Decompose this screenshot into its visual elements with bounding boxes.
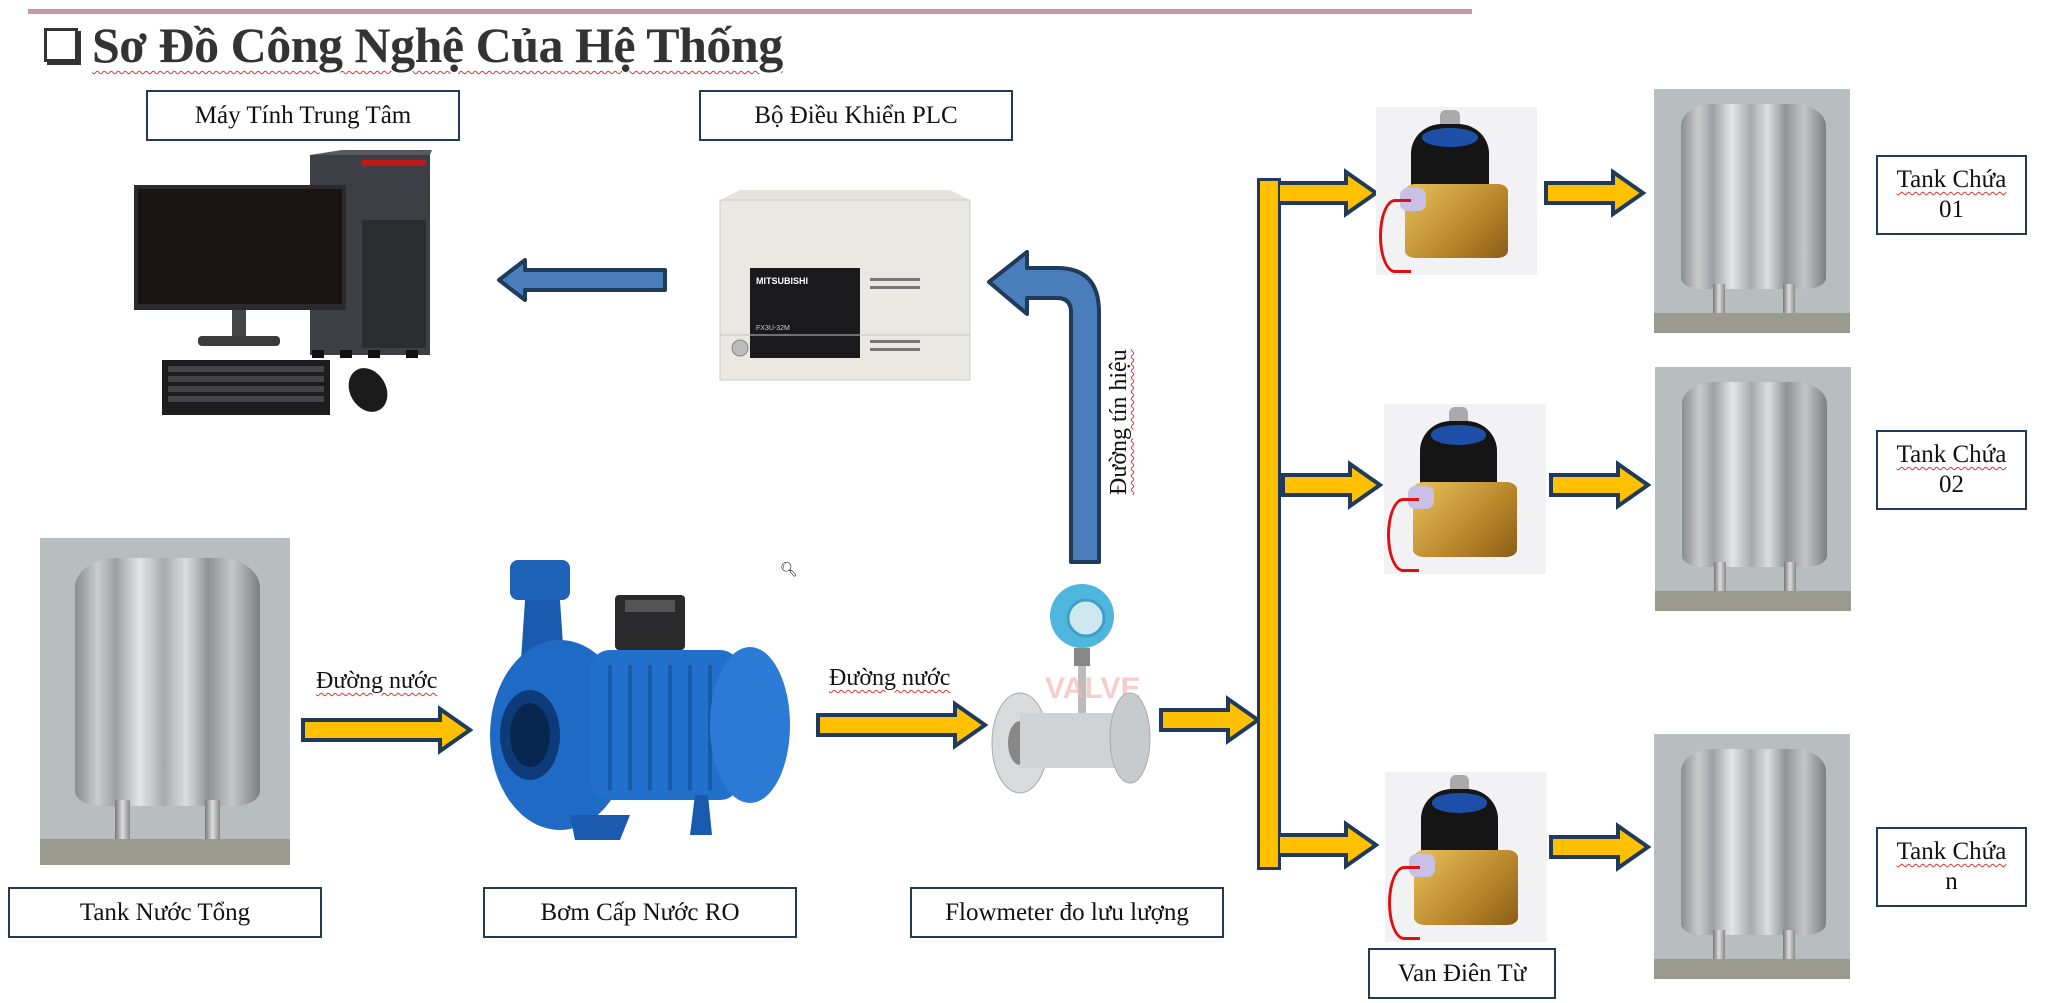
solenoid-valve-label: Van Điên Từ bbox=[1368, 948, 1556, 999]
water-arrow-to-valve-2 bbox=[1281, 460, 1384, 510]
plc-label: Bộ Điều Khiển PLC bbox=[699, 90, 1013, 141]
checkbox-square-icon bbox=[44, 28, 78, 62]
storage-tank-image-1 bbox=[1654, 89, 1850, 333]
svg-text:MITSUBISHI: MITSUBISHI bbox=[756, 276, 808, 286]
main-tank-label: Tank Nước Tổng bbox=[8, 887, 322, 938]
solenoid-valve-image-1 bbox=[1376, 107, 1537, 275]
storage-tank-label-1: Tank Chứa 01 bbox=[1876, 155, 2027, 235]
magnifier-icon[interactable]: 🔍︎ bbox=[780, 562, 798, 578]
storage-tank-image-2 bbox=[1655, 367, 1851, 611]
water-line-label-1: Đường nước bbox=[316, 668, 438, 694]
water-arrow-to-valve-n bbox=[1278, 820, 1380, 870]
flowmeter-label: Flowmeter đo lưu lượng bbox=[910, 887, 1224, 938]
water-arrow-to-flowmeter bbox=[816, 700, 989, 750]
storage-tank-image-n bbox=[1654, 734, 1850, 979]
solenoid-valve-image-2 bbox=[1384, 404, 1546, 574]
page-title: Sơ Đồ Công Nghệ Của Hệ Thống bbox=[44, 16, 783, 74]
stainless-tank-image bbox=[40, 538, 290, 865]
plc-controller-image: MITSUBISHI FX3U-32M bbox=[700, 180, 990, 395]
svg-text:FX3U-32M: FX3U-32M bbox=[756, 325, 790, 332]
water-arrow-to-tank-1 bbox=[1544, 168, 1647, 218]
storage-tank-label-n: Tank Chứa n bbox=[1876, 827, 2027, 907]
signal-line-label: Đường tín hiệu bbox=[1106, 349, 1132, 495]
water-arrow-to-manifold bbox=[1159, 695, 1262, 745]
centrifugal-pump-image bbox=[480, 555, 810, 855]
water-arrow-to-pump bbox=[301, 705, 474, 755]
water-line-label-2: Đường nước bbox=[829, 665, 951, 691]
water-arrow-to-valve-1 bbox=[1278, 168, 1380, 218]
signal-arrow-to-plc bbox=[987, 250, 1101, 564]
flowmeter-image: VALVE bbox=[990, 578, 1155, 810]
computer-label: Máy Tính Trung Tâm bbox=[146, 90, 460, 141]
distribution-manifold bbox=[1257, 178, 1281, 870]
desktop-computer-image bbox=[132, 150, 482, 425]
storage-tank-label-2: Tank Chứa 02 bbox=[1876, 430, 2027, 510]
water-arrow-to-tank-n bbox=[1549, 822, 1652, 872]
header-accent-line bbox=[28, 9, 1472, 14]
page-title-text: Sơ Đồ Công Nghệ Của Hệ Thống bbox=[92, 17, 783, 73]
corner-accent-stripe bbox=[2038, 0, 2048, 109]
signal-arrow-to-computer bbox=[497, 258, 667, 302]
solenoid-valve-image-n bbox=[1385, 772, 1547, 942]
pump-label: Bơm Cấp Nước RO bbox=[483, 887, 797, 938]
water-arrow-to-tank-2 bbox=[1549, 460, 1652, 510]
